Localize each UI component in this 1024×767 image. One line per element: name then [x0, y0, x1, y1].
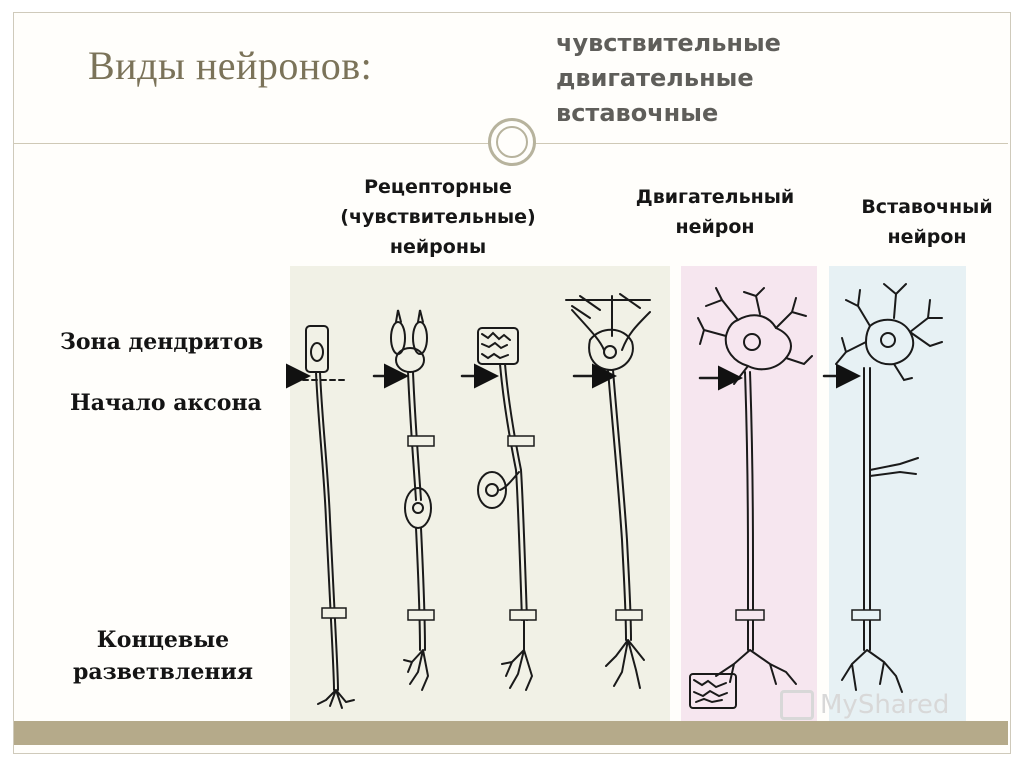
ornament-ring: [488, 118, 536, 166]
receptor-header-line1: Рецепторные: [364, 176, 512, 198]
terminal-label-line1: Концевые: [96, 627, 230, 653]
receptor-column-header: Рецепторные (чувствительные) нейроны: [302, 172, 574, 262]
terminal-branches-label: Концевые разветвления: [50, 624, 276, 688]
interneuron-column-header: Вставочный нейрон: [834, 192, 1020, 252]
receptor-header-line2: (чувствительные): [340, 206, 536, 228]
watermark: MyShared: [780, 690, 949, 720]
receptor-neuron-3: [477, 327, 537, 691]
neuron-type-inter: вставочные: [556, 99, 719, 127]
neuron-type-sensory: чувствительные: [556, 29, 781, 57]
receptor-neuron-4: [565, 293, 651, 689]
dendrite-zone-label: Зона дендритов: [60, 329, 264, 355]
terminal-label-line2: разветвления: [72, 659, 254, 685]
axon-start-label: Начало аксона: [70, 390, 262, 416]
motor-column-header: Двигательный нейрон: [605, 182, 825, 242]
motor-header-line1: Двигательный: [635, 186, 795, 208]
motor-neuron: [689, 287, 813, 709]
receptor-header-line3: нейроны: [389, 236, 487, 258]
neuron-types-list: чувствительные двигательные вставочные: [556, 26, 781, 131]
presentation-icon: [780, 690, 814, 720]
interneuron-header-line2: нейрон: [887, 226, 967, 248]
interneuron-header-line1: Вставочный: [861, 196, 993, 218]
watermark-text: MyShared: [820, 690, 950, 720]
motor-panel: [681, 266, 817, 744]
slide-title: Виды нейронов:: [88, 43, 373, 88]
motor-header-line2: нейрон: [675, 216, 755, 238]
receptor-neuron-2: [390, 309, 435, 691]
neuron-type-motor: двигательные: [556, 64, 754, 92]
interneuron: [835, 283, 943, 693]
receptor-neuron-1: [293, 325, 355, 709]
footer-bar: [14, 721, 1008, 745]
